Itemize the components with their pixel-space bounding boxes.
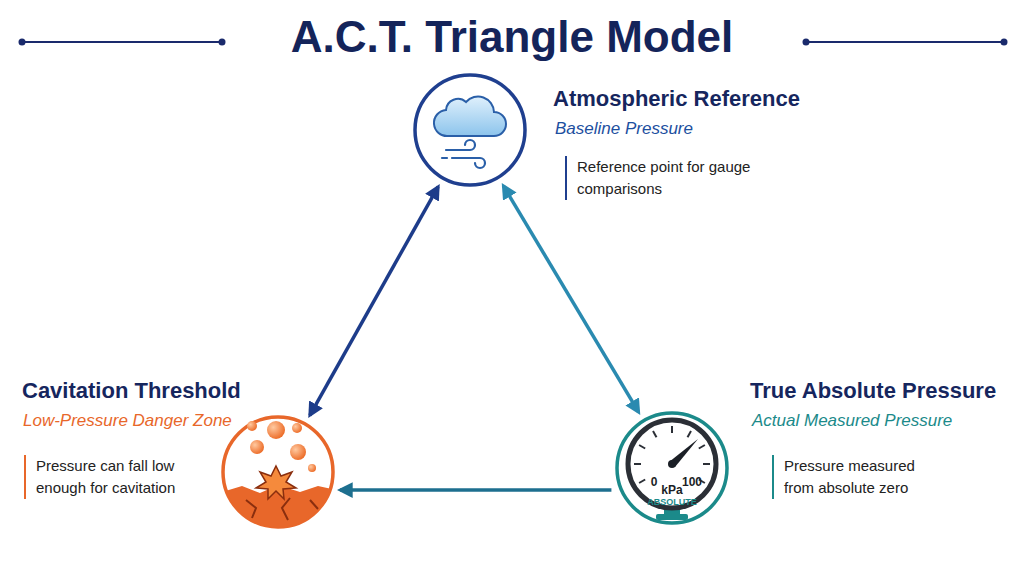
cavitation-node: Cavitation ThresholdLow-Pressure Danger … [221,415,335,529]
node-subtitle: Actual Measured Pressure [752,411,952,431]
node-heading: Atmospheric Reference [553,86,800,112]
node-circle [415,75,525,185]
node-subtitle: Low-Pressure Danger Zone [23,411,232,431]
gauge-label: 0 [651,475,658,489]
node-heading: True Absolute Pressure [750,378,996,404]
rule-dot [219,39,226,46]
node-description: Pressure measured from absolute zero [772,455,944,499]
gauge-label: ABSOLUTE [647,497,697,507]
rule-dot [1001,39,1008,46]
connector-arrow [310,187,438,416]
node-outline [413,73,527,187]
node-circle [223,417,333,527]
title-rule [22,41,222,43]
node-description: Reference point for gauge comparisons [565,156,792,200]
rule-dot [803,39,810,46]
title-rule [806,41,1004,43]
node-circle [617,413,727,523]
connector-arrow [503,186,638,412]
node-heading: Cavitation Threshold [22,378,241,404]
absolute-node: True Absolute PressureActual Measured Pr… [615,411,729,525]
rule-dot [19,39,26,46]
node-subtitle: Baseline Pressure [555,119,693,139]
gauge-label: 100 [682,475,702,489]
gauge-label: kPa [661,483,682,497]
reference-node: Atmospheric ReferenceBaseline PressureRe… [413,73,527,187]
diagram-title: A.C.T. Triangle Model [0,12,1024,62]
node-outline [221,415,335,529]
node-description: Pressure can fall low enough for cavitat… [24,455,211,499]
connector-arrow [340,488,611,492]
node-outline [615,411,729,525]
